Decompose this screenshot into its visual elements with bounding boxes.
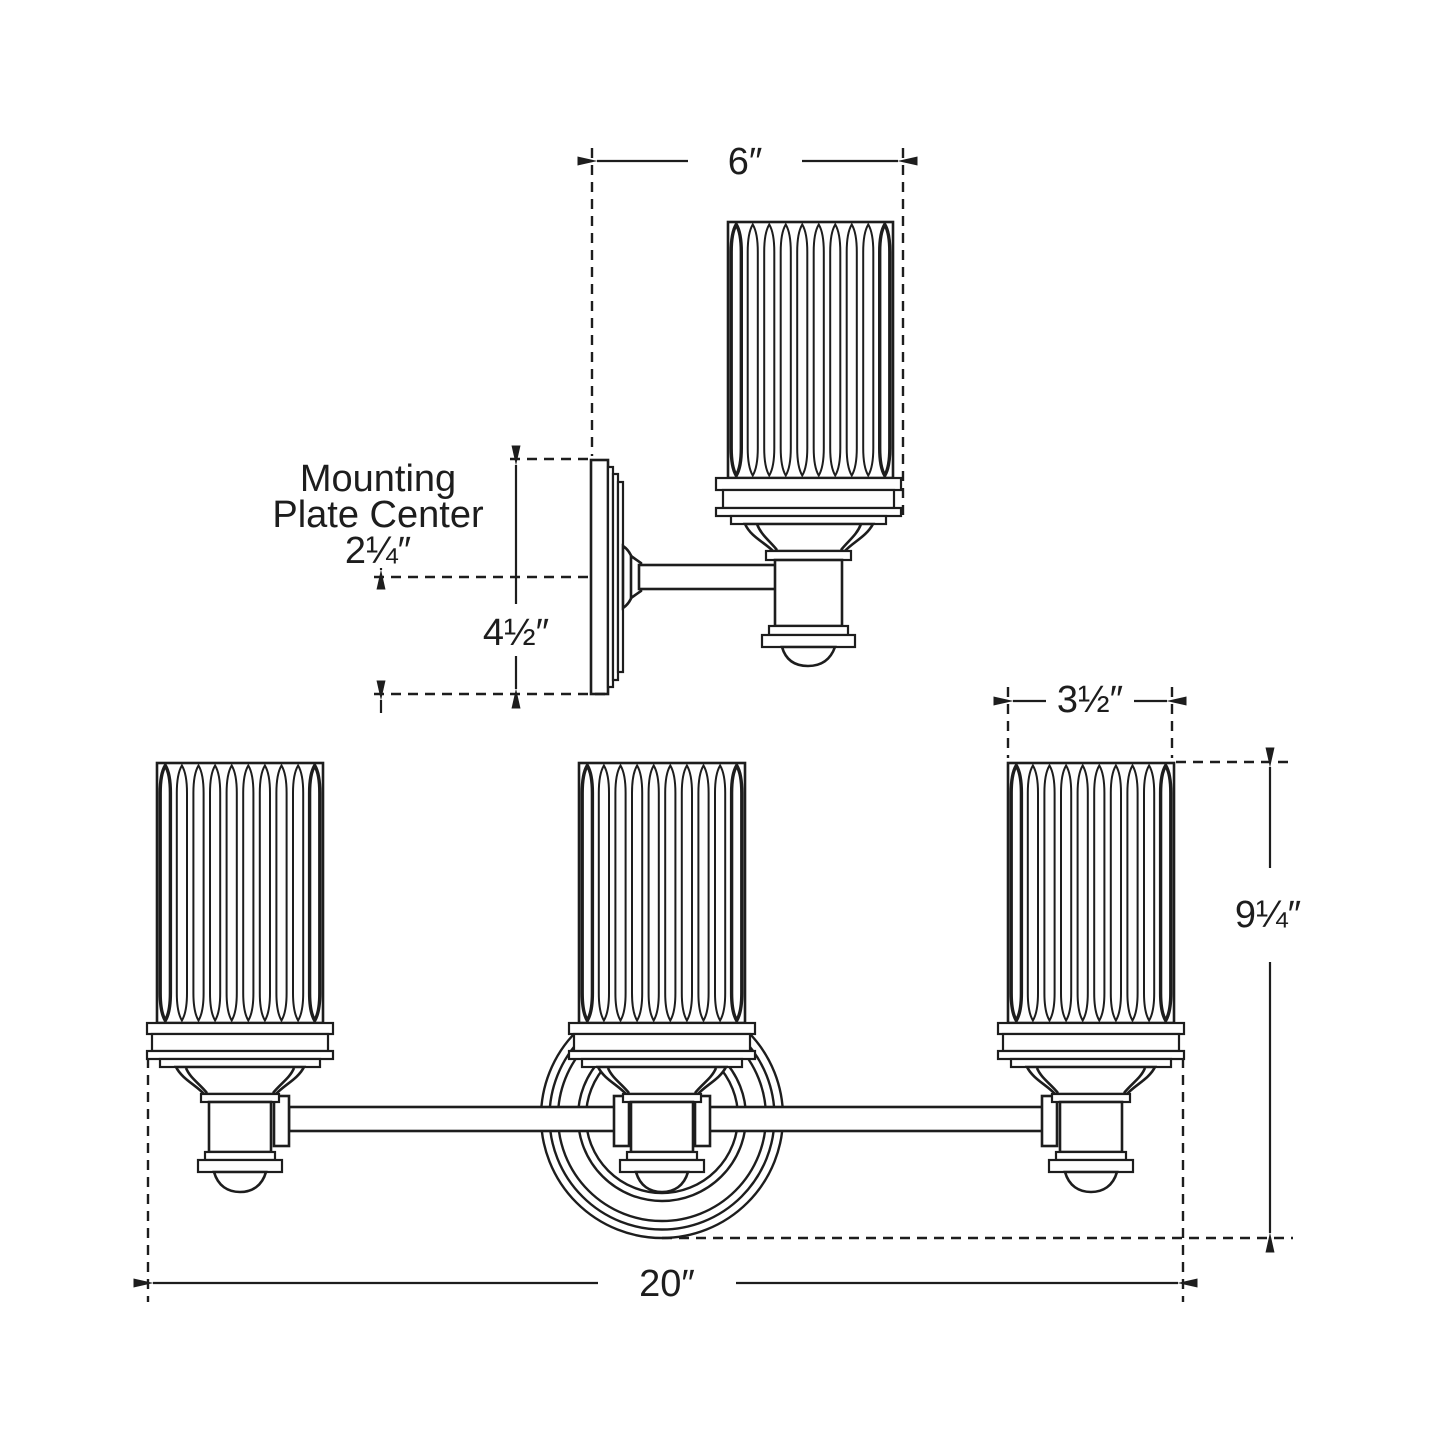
dimension-label: 9¼″ xyxy=(1235,894,1301,936)
arm-bracket xyxy=(693,1094,712,1148)
note-value: 2¼″ xyxy=(345,530,411,572)
socket-dome xyxy=(212,1170,268,1194)
light-left xyxy=(145,761,335,1194)
dim-backplate-height: 4½″ xyxy=(483,445,549,709)
socket-dome xyxy=(634,1170,690,1194)
shade-left xyxy=(155,761,325,1025)
light-right xyxy=(996,761,1186,1194)
shade-flutes xyxy=(158,762,322,1024)
shade-flutes xyxy=(1009,762,1173,1024)
socket-side xyxy=(760,549,857,668)
socket-dome xyxy=(780,645,837,668)
shade-center xyxy=(577,761,747,1025)
note-line-1: Mounting xyxy=(300,458,456,500)
shade-cap-side xyxy=(714,476,903,553)
arm-side xyxy=(629,553,779,601)
mounting-note: Mounting Plate Center 2¼″ xyxy=(272,458,484,713)
wall-plate-side xyxy=(589,458,637,696)
dimension-label: 3½″ xyxy=(1057,679,1123,721)
dimension-label: 4½″ xyxy=(483,612,549,654)
note-line-2: Plate Center xyxy=(272,494,484,536)
arm-bar xyxy=(287,1105,1046,1133)
socket-dome xyxy=(1063,1170,1119,1194)
dim-shade-width: 3½″ xyxy=(993,679,1187,758)
shade-flutes xyxy=(729,221,892,479)
light-center xyxy=(567,761,757,1194)
arm-bracket xyxy=(272,1094,291,1148)
front-view: 3½″ 9¼″ 20″ xyxy=(133,679,1301,1305)
dimension-label: 6″ xyxy=(728,141,763,183)
dimension-label: 20″ xyxy=(639,1263,695,1305)
side-view: 6″ xyxy=(272,141,918,713)
shade-side xyxy=(726,220,895,480)
mounting-plate-references xyxy=(374,457,608,696)
dim-projection-width: 6″ xyxy=(577,141,918,521)
shade-flutes xyxy=(580,762,744,1024)
dim-overall-width: 20″ xyxy=(133,1058,1198,1305)
arm-bracket xyxy=(612,1094,631,1148)
arm-bracket xyxy=(1040,1094,1059,1148)
shade-right xyxy=(1006,761,1176,1025)
dim-fixture-height: 9¼″ xyxy=(662,747,1301,1253)
